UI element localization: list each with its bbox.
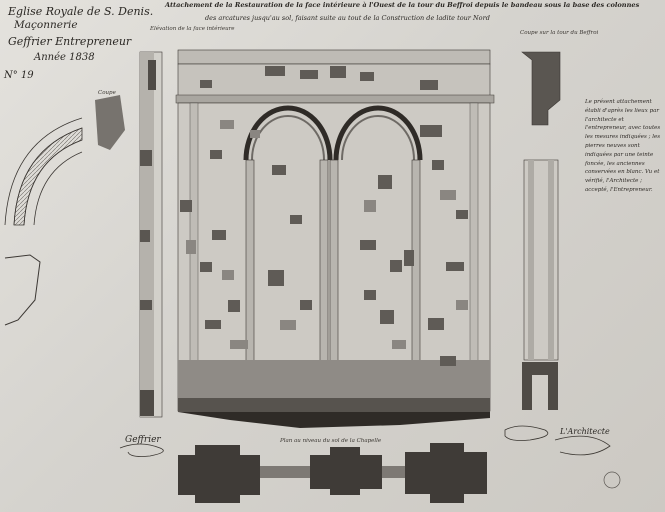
sheet-number: N° 19 [4, 70, 34, 81]
year-label: Année 1838 [34, 52, 95, 63]
right-section-column [521, 51, 561, 410]
stamp-seal-icon [603, 471, 621, 489]
signature-right: L'Architecte [560, 427, 610, 436]
drawing-title-line2: des arcatures jusqu'au sol, faisant suit… [205, 14, 490, 22]
side-notes: Le présent attachement établi d'après le… [585, 99, 661, 193]
main-elevation [175, 49, 495, 428]
church-title: Eglise Royale de S. Denis. [8, 5, 154, 18]
caption-plan: Plan au niveau du sol de la Chapelle [280, 438, 382, 444]
arch-detail-left [4, 95, 125, 326]
caption-top-center: Elévation de la face intérieure [150, 26, 235, 32]
trade-label: Maçonnerie [14, 19, 78, 31]
left-section-column [139, 51, 163, 418]
caption-right-top: Coupe sur la tour du Beffroi [520, 30, 599, 36]
signature-left: Geffrier [125, 435, 161, 445]
drawing-title: Attachement de la Restauration de la fac… [165, 1, 640, 9]
ground-plan [178, 443, 487, 503]
caption-left-profile: Coupe [98, 90, 116, 96]
contractor-label: Geffrier Entrepreneur [8, 35, 132, 48]
signature-flourish-icon [119, 425, 611, 457]
